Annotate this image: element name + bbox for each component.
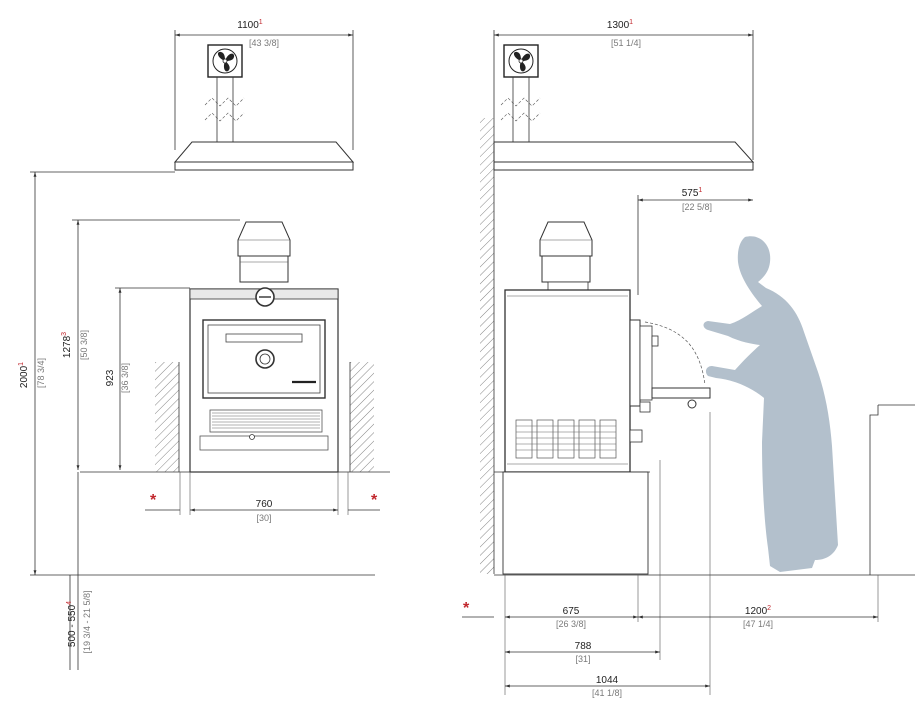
front-hood-width-imperial: [43 3/8] [249, 38, 279, 48]
front-base-height-imperial: [19 3/4 - 21 5/8] [82, 590, 92, 653]
side-depth-open: 1044 [596, 675, 619, 686]
fan-icon [207, 44, 243, 78]
fan-icon [503, 44, 539, 78]
front-clearance-right: * [371, 492, 378, 509]
side-hood-width: 13001 [607, 19, 633, 31]
front-total-height: 20001 [18, 362, 30, 388]
side-depth-handle-imperial: [31] [575, 654, 590, 664]
side-depth-handle: 788 [575, 641, 592, 652]
side-depth-open-imperial: [41 1/8] [592, 688, 622, 698]
front-base-height: 500 - 5504 [66, 601, 78, 647]
front-hood-width: 11001 [237, 19, 263, 31]
side-depth-imperial: [26 3/8] [556, 619, 586, 629]
front-body-width-imperial: [30] [256, 513, 271, 523]
front-body-height: 923 [105, 369, 116, 386]
side-hood-offset-imperial: [22 5/8] [682, 202, 712, 212]
side-wall-left [155, 362, 180, 472]
side-hood-width-imperial: [51 1/4] [611, 38, 641, 48]
front-body-width: 760 [256, 499, 273, 510]
person-silhouette [703, 236, 838, 573]
front-body-height-imperial: [36 3/8] [120, 363, 130, 393]
front-total-height-imperial: [78 3/4] [36, 358, 46, 388]
side-view: 13001 [51 1/4] 5751 [22 5/8] [462, 19, 915, 698]
fireplace-side [504, 289, 711, 473]
side-work-space-imperial: [47 1/4] [743, 619, 773, 629]
side-clearance: * [463, 600, 470, 617]
side-work-space: 12002 [745, 605, 771, 617]
side-hood-offset: 5751 [682, 187, 703, 199]
fireplace-front [189, 287, 339, 473]
side-wall-right [349, 362, 374, 472]
front-chimney-height: 12783 [61, 332, 73, 358]
front-view: 11001 [43 3/8] 20001 [78 3/4] 12783 [50 … [18, 19, 390, 670]
side-depth: 675 [563, 606, 580, 617]
front-clearance-left: * [150, 492, 157, 509]
front-chimney-height-imperial: [50 3/8] [79, 330, 89, 360]
